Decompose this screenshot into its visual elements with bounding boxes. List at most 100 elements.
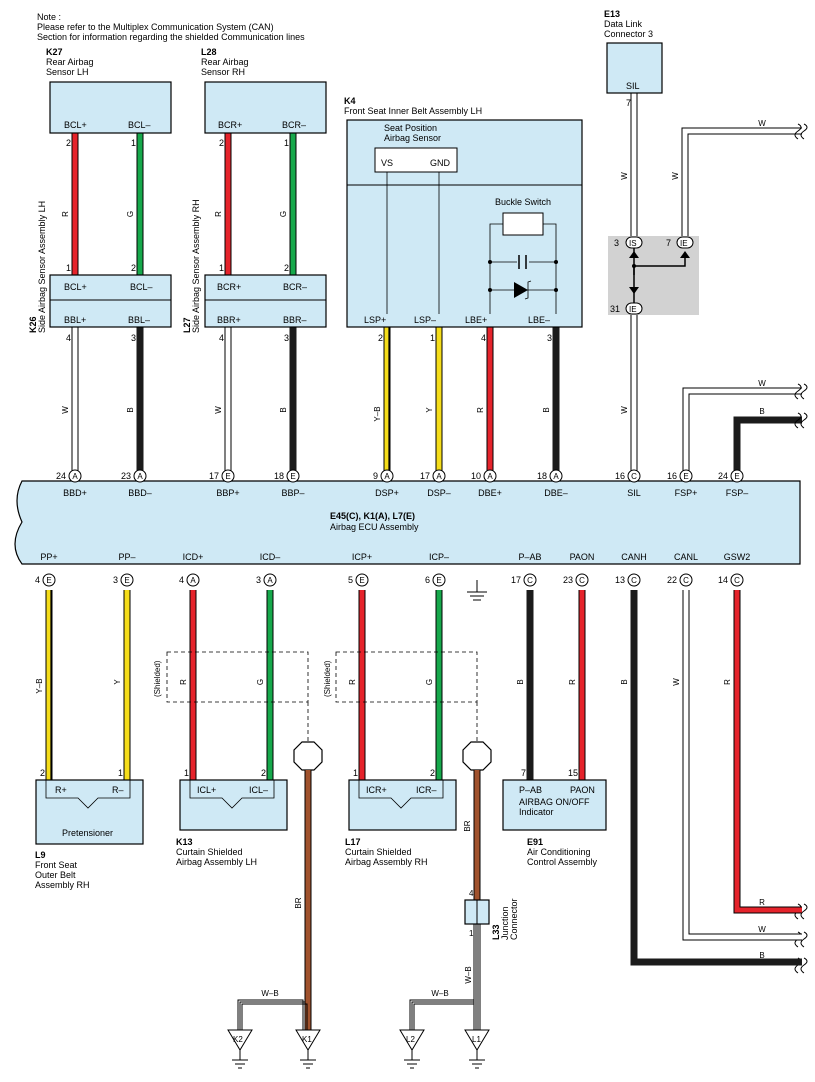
ecu-bottom-connector: C17 — [511, 573, 537, 587]
svg-text:IS: IS — [629, 239, 637, 248]
ecu-top-connector-pin-number: 24 — [56, 471, 66, 481]
k4-gnd: GND — [430, 158, 451, 168]
k4-vs: VS — [381, 158, 393, 168]
ecu-bottom-connector-letter: E — [359, 576, 364, 585]
k27-code: K27 — [46, 47, 63, 57]
pin-number-l9: 2 — [40, 768, 45, 778]
wire-color-label: W — [671, 172, 680, 180]
junction-pin-is: IS — [625, 236, 643, 249]
pin-number-l9: 1 — [118, 768, 123, 778]
ecu-bottom-pin-label: ICD– — [260, 552, 281, 562]
wire-color-label: B — [542, 407, 551, 412]
component-e91: P–AB PAON AIRBAG ON/OFF Indicator E91 Ai… — [502, 779, 607, 867]
l27-bot-pin2: BBR– — [283, 315, 307, 325]
wire-color-label: R — [61, 211, 70, 217]
l28-name1: Rear Airbag — [201, 57, 249, 67]
k4-name: Front Seat Inner Belt Assembly LH — [344, 106, 482, 116]
ecu-top-connector-letter: A — [384, 472, 390, 481]
l27-name: Side Airbag Sensor Assembly RH — [191, 199, 201, 333]
k27-pin-bcl-minus: BCL– — [128, 120, 151, 130]
wire-color-label: W — [758, 379, 766, 388]
ecu-top-pin-label: DSP– — [427, 488, 451, 498]
note-line3: Section for information regarding the sh… — [37, 32, 305, 42]
l33-name2: Connector — [509, 898, 519, 940]
ecu-bottom-connector-letter: E — [46, 576, 51, 585]
ecu-top-connector-pin-number: 23 — [121, 471, 131, 481]
pin-number-k26_bot: 3 — [131, 333, 136, 343]
l9-pin-r-plus: R+ — [55, 785, 67, 795]
l27-bot-pin1: BBR+ — [217, 315, 241, 325]
ecu-top-connector-letter: E — [683, 472, 688, 481]
ecu-top-connector: E17 — [209, 469, 235, 483]
ecu-bottom-pin-label: ICP– — [429, 552, 449, 562]
l33-code: L33 — [491, 924, 501, 940]
wire-color-label: B — [279, 407, 288, 412]
airbag-ecu: E45(C), K1(A), L7(E) Airbag ECU Assembly… — [14, 480, 801, 565]
wire-wb-k — [237, 999, 308, 1030]
ecu-top-connector: E24 — [718, 469, 744, 483]
wire-color-label: W — [620, 406, 629, 414]
ecu-bottom-pin-label: PP– — [118, 552, 135, 562]
wire-fsp-plus — [682, 387, 802, 480]
ecu-bottom-connector: C14 — [718, 573, 744, 587]
ecu-top-connector-letter: A — [137, 472, 143, 481]
l28-pin-bcr-plus: BCR+ — [218, 120, 242, 130]
pin-number-e13: 7 — [626, 98, 631, 108]
e91-pin-paon: PAON — [570, 785, 595, 795]
e91-pin-p-ab: P–AB — [519, 785, 542, 795]
ecu-top-connector-letter: A — [553, 472, 559, 481]
svg-text:K2: K2 — [233, 1035, 243, 1044]
wire-color-label: W — [758, 119, 766, 128]
wire-color-label: R — [723, 679, 732, 685]
pin-number-k4: 3 — [547, 333, 552, 343]
ecu-bottom-pin-label: CANL — [674, 552, 698, 562]
ecu-bottom-connector: A3 — [256, 573, 277, 587]
ecu-title: E45(C), K1(A), L7(E) — [330, 511, 415, 521]
l17-code: L17 — [345, 837, 361, 847]
ecu-top-connector-letter: C — [631, 472, 637, 481]
ecu-bottom-connector-letter: A — [267, 576, 273, 585]
ecu-top-connector-letter: A — [487, 472, 493, 481]
pin-number-k13: 2 — [261, 768, 266, 778]
ecu-top-pin-label: FSP+ — [675, 488, 698, 498]
ecu-top-connector-pin-number: 17 — [420, 471, 430, 481]
e91-name2: Control Assembly — [527, 857, 598, 867]
shield-l17 — [335, 651, 478, 742]
wire-color-label: R — [759, 898, 765, 907]
svg-text:IE: IE — [680, 239, 688, 248]
e91-indicator-line2: Indicator — [519, 807, 554, 817]
wire-color-label: R — [568, 679, 577, 685]
l17-pin-icr-plus: ICR+ — [366, 785, 387, 795]
wire-color-label: W — [758, 925, 766, 934]
k27-name1: Rear Airbag — [46, 57, 94, 67]
pin-number-k26_bot: 4 — [66, 333, 71, 343]
wire-color-label: B — [759, 951, 764, 960]
ecu-top-connector-pin-number: 16 — [615, 471, 625, 481]
ecu-top-pin-label: BBD– — [128, 488, 152, 498]
pin-number-l27_top: 2 — [284, 263, 289, 273]
ecu-bottom-connector-letter: E — [436, 576, 441, 585]
wire-color-label: Y–B — [373, 406, 382, 421]
ecu-bottom-connector-pin-number: 14 — [718, 575, 728, 585]
svg-text:K1: K1 — [302, 1035, 312, 1044]
jcn-pin-num-3: 3 — [614, 238, 619, 248]
ecu-top-pin-label: BBD+ — [63, 488, 87, 498]
jcn-pin-num-7: 7 — [666, 238, 671, 248]
shield-terminal-lh — [293, 741, 323, 771]
ground-l1: L1 — [464, 1029, 490, 1069]
wire-color-label: W–B — [261, 989, 278, 998]
ecu-bottom-connector-pin-number: 3 — [256, 575, 261, 585]
ecu-bottom-connector-pin-number: 4 — [35, 575, 40, 585]
ecu-bottom-connector-letter: A — [190, 576, 196, 585]
l28-code: L28 — [201, 47, 217, 57]
component-k13: ICL+ ICL– K13 Curtain Shielded Airbag As… — [176, 779, 288, 867]
component-k4: K4 Front Seat Inner Belt Assembly LH Sea… — [344, 96, 583, 328]
ecu-bottom-connector: E3 — [113, 573, 134, 587]
component-e13: E13 Data Link Connector 3 SIL — [604, 9, 663, 94]
e13-name1: Data Link — [604, 19, 643, 29]
k26-code: K26 — [28, 316, 38, 333]
ecu-bottom-connector-pin-number: 3 — [113, 575, 118, 585]
wire-fsp-minus — [733, 416, 802, 480]
